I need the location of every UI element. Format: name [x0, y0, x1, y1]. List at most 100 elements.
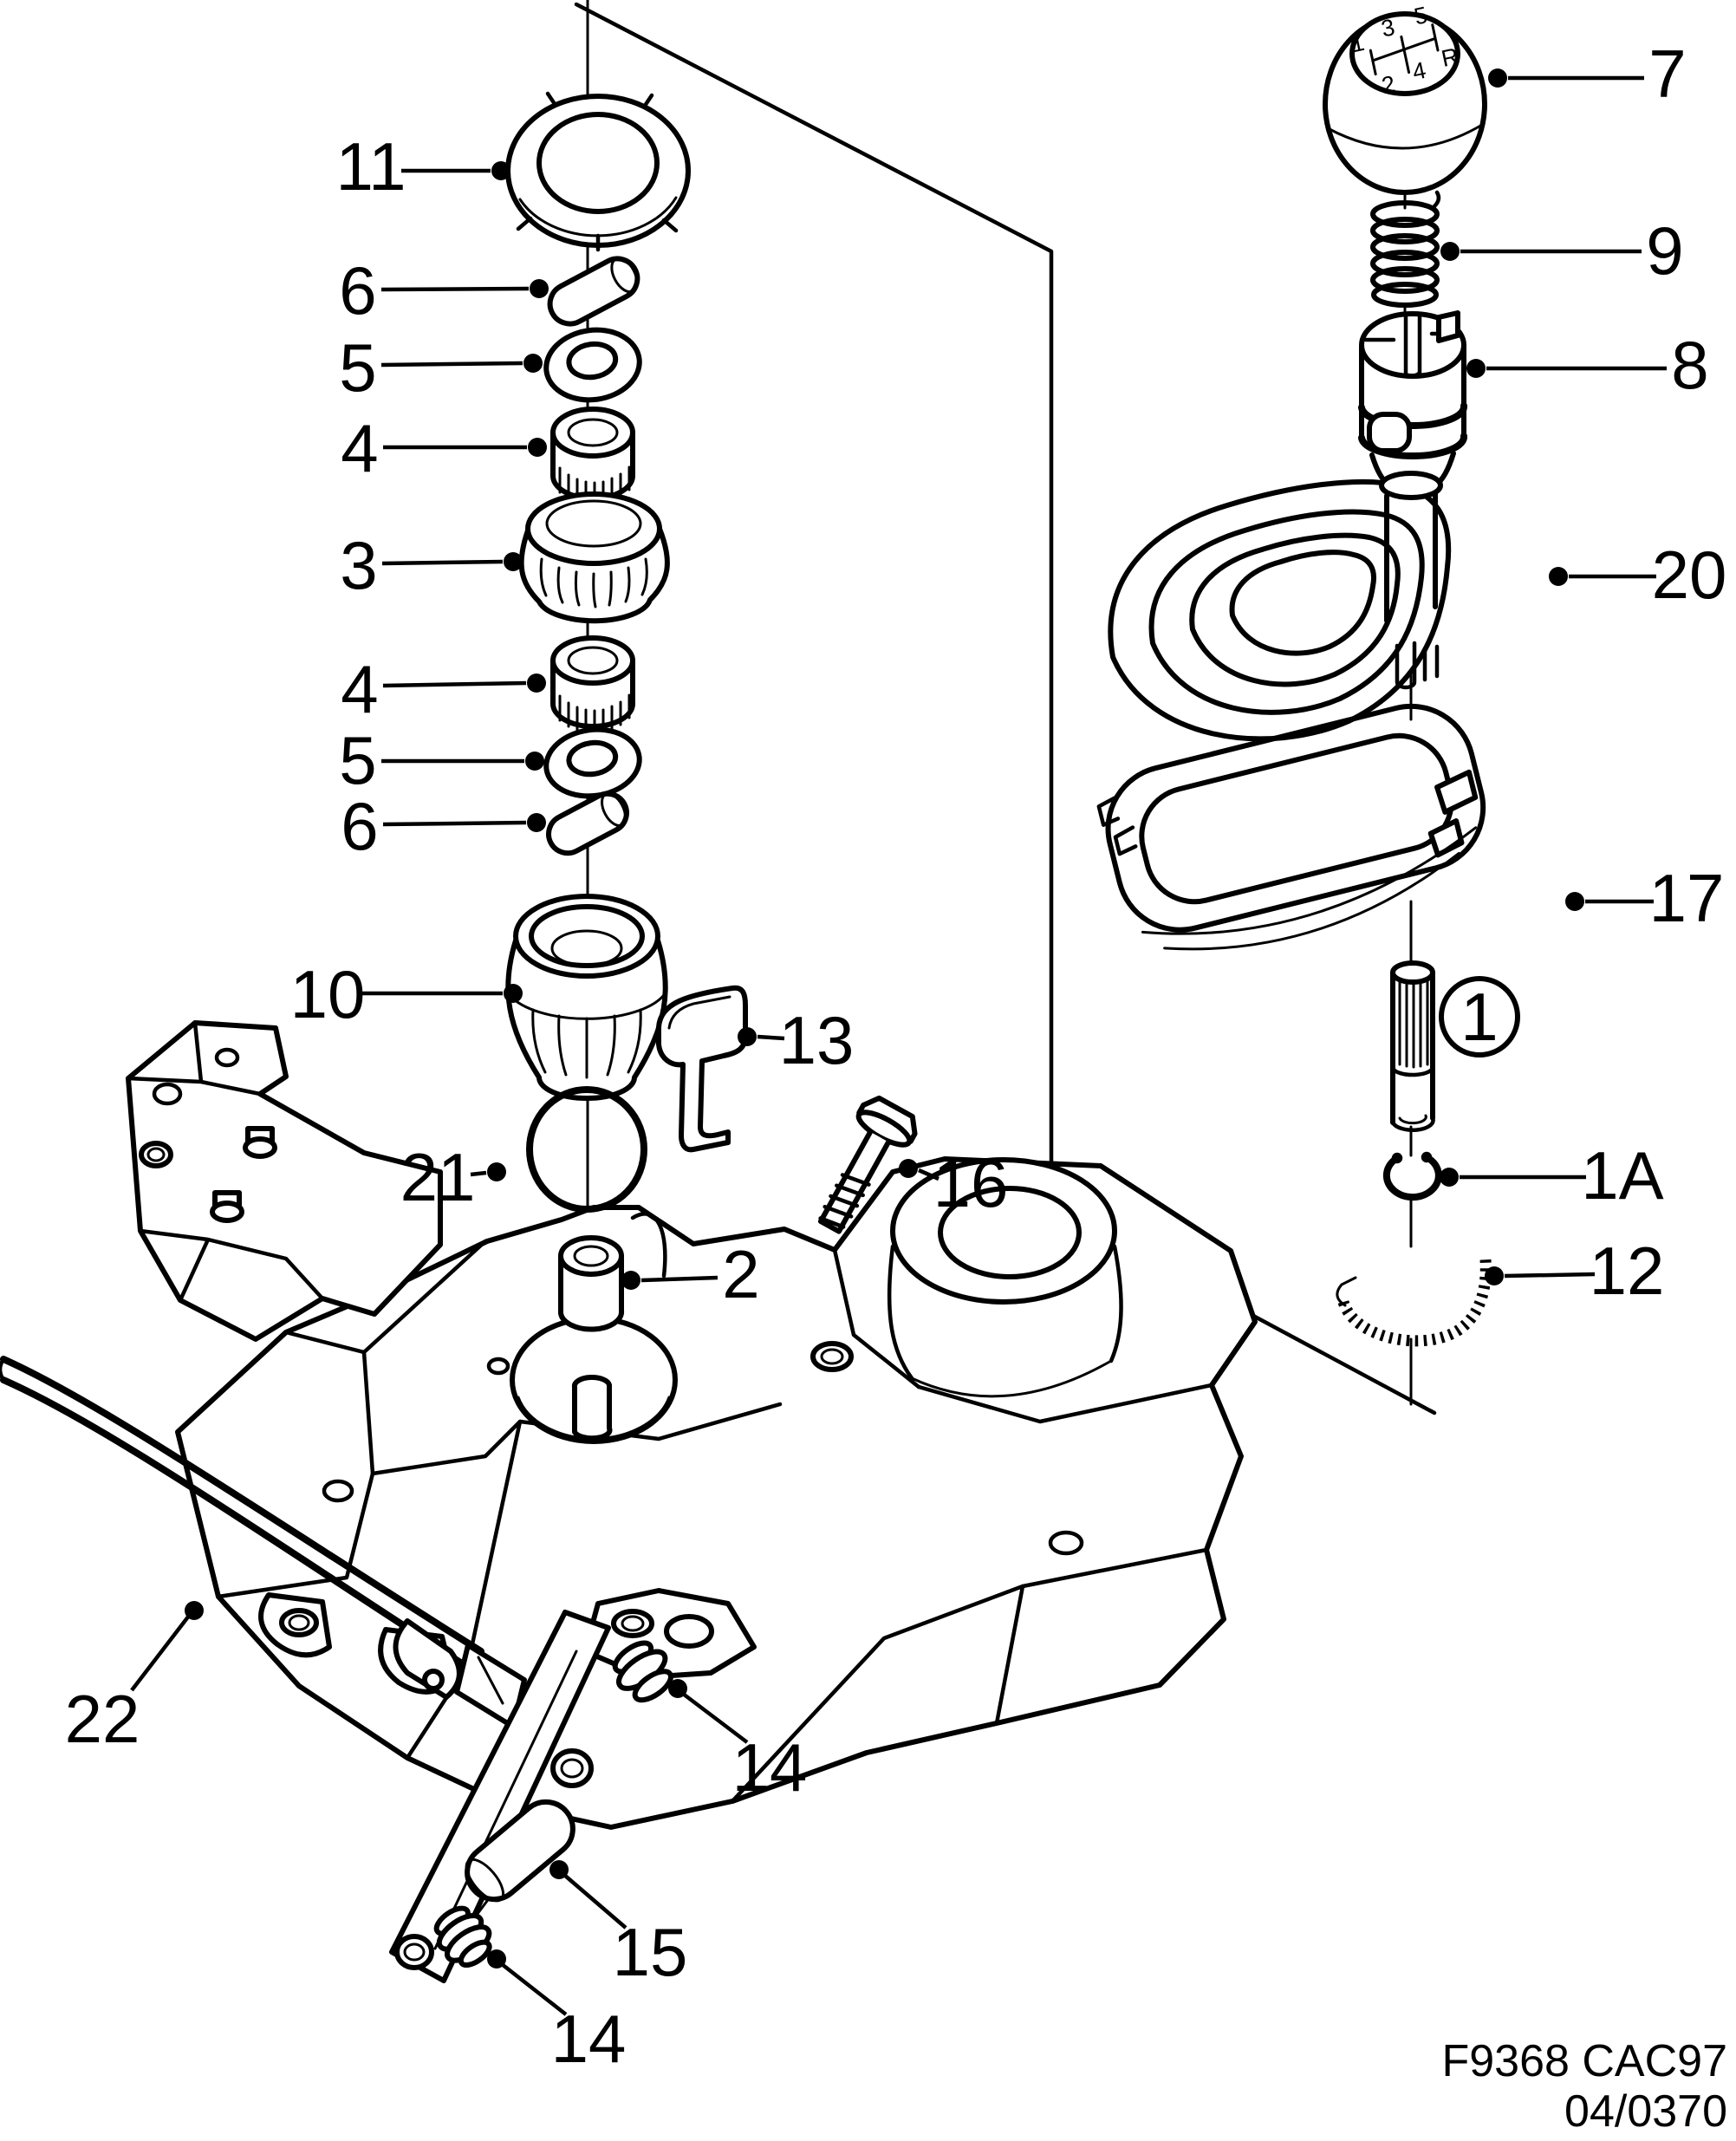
leader-dot [487, 1162, 506, 1181]
part-callout-20: 20 [1549, 537, 1726, 613]
callout-number: 15 [613, 1914, 688, 1990]
callout-number: 2 [722, 1236, 759, 1312]
shift-pattern-digit: 1 [1349, 29, 1367, 57]
part-8-lever-sleeve [1358, 310, 1468, 489]
leader-line [382, 680, 527, 688]
part-callout-6: 6 [339, 252, 549, 329]
part-14-bushing [433, 1905, 492, 1968]
part-4-bushing [550, 635, 635, 734]
part-16-bolt [817, 1095, 918, 1234]
leader-dot [668, 1679, 687, 1698]
callout-number: 16 [933, 1145, 1009, 1221]
leader-dot [1488, 68, 1507, 88]
leader-dot [1466, 359, 1486, 378]
part-callout-4: 4 [341, 651, 546, 727]
leader-dot [491, 161, 510, 180]
part-12-garter-spring [1336, 1259, 1492, 1347]
leader-dot [523, 354, 543, 373]
part-17-retaining-frame [1096, 703, 1486, 951]
part-5-washer [543, 327, 642, 403]
part-5-washer [543, 726, 642, 799]
leader-dot [504, 552, 523, 571]
callout-number: 8 [1671, 327, 1708, 403]
part-callout-4: 4 [341, 410, 547, 486]
part-callout-12: 12 [1485, 1233, 1664, 1309]
callout-number: 4 [341, 651, 378, 727]
callout-number: 1A [1581, 1137, 1663, 1214]
part-13-clip [656, 985, 748, 1153]
leader-line [681, 1692, 749, 1744]
part-6-pin [547, 256, 640, 327]
leader-dot [1485, 1266, 1504, 1285]
callout-number: 1 [1460, 979, 1498, 1055]
leader-line [1504, 1272, 1596, 1279]
part-callout-14: 14 [487, 1949, 626, 2077]
part-callout-17: 17 [1565, 860, 1724, 936]
leader-dot [1549, 567, 1568, 586]
leader-dot [185, 1601, 204, 1620]
callout-number: 14 [732, 1729, 808, 1806]
leader-line [470, 1170, 487, 1177]
leader-dot [1565, 892, 1584, 911]
mounting-bracket [126, 1020, 443, 1342]
leader-dot [527, 674, 546, 693]
link-lower-eye [394, 1934, 434, 1970]
part-callout-15: 15 [549, 1860, 687, 1990]
leader-dot [899, 1159, 918, 1178]
part-2-bushing [558, 1235, 625, 1332]
leader-dot [1440, 242, 1460, 261]
callout-number: 7 [1648, 36, 1686, 112]
shift-pattern-digit: 4 [1410, 57, 1428, 85]
part-callout-22: 22 [65, 1601, 204, 1757]
diagram-revision: 04/0370 [1564, 2086, 1727, 2137]
part-22-selector-rod [0, 1356, 562, 1735]
part-10-bearing-cup [505, 894, 668, 1101]
part-6-pin [546, 791, 629, 856]
part-14-bushing [612, 1640, 673, 1703]
part-1a-snap-ring [1382, 1151, 1442, 1201]
callout-number: 20 [1652, 537, 1727, 613]
part-4-bushing [550, 407, 635, 506]
callout-number: 3 [340, 527, 377, 603]
diagram-code: F9368 CAC97 [1441, 2036, 1727, 2086]
housing-tower [887, 1157, 1123, 1398]
callout-number: 6 [339, 252, 376, 329]
leader-line [757, 1034, 785, 1041]
part-11-lock-ring [505, 91, 691, 252]
housing-stub-pin [571, 1374, 613, 1441]
leader-line [381, 559, 504, 566]
part-callout-5: 5 [339, 329, 543, 406]
part-callout-2: 2 [621, 1236, 760, 1312]
part-callout-9: 9 [1440, 212, 1684, 289]
leader-dot [525, 752, 544, 771]
part-callout-21: 21 [400, 1139, 506, 1215]
part-20-gaiter-boot [1108, 471, 1452, 742]
leader-dot [738, 1027, 757, 1046]
leader-line [918, 1168, 940, 1181]
callout-number: 22 [65, 1681, 140, 1757]
link-bar [389, 1610, 611, 1983]
part-callout-3: 3 [340, 527, 523, 603]
leader-line [382, 820, 527, 827]
leader-line [130, 1614, 191, 1692]
leader-dot [504, 984, 523, 1003]
part-15-spacer-sleeve [465, 1799, 575, 1903]
part-9-spring [1370, 190, 1441, 308]
leader-dot [487, 1949, 506, 1969]
shift-pattern-digit: 3 [1379, 14, 1397, 42]
part-callout-1A: 1A [1440, 1137, 1664, 1214]
part-21-o-ring [526, 1086, 647, 1213]
leader-dot [530, 279, 549, 298]
bracket-stud-bolt [243, 1126, 277, 1159]
leader-dot [527, 813, 546, 832]
leader-dot [528, 438, 547, 457]
part-callout-13: 13 [738, 1002, 854, 1078]
leader-dot [621, 1271, 640, 1290]
leader-dot [549, 1860, 569, 1879]
callout-number: 10 [290, 956, 366, 1032]
callout-number: 12 [1590, 1233, 1665, 1309]
part-callout-11: 11 [336, 128, 510, 205]
callout-number: 13 [779, 1002, 855, 1078]
